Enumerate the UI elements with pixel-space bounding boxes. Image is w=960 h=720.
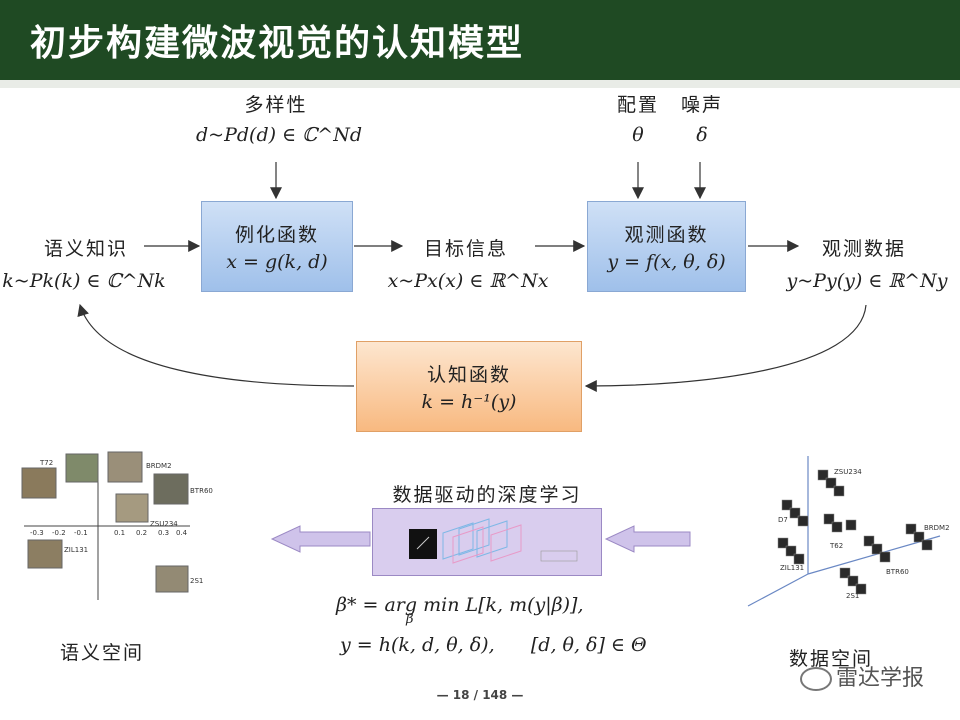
data-thumbnail bbox=[797, 515, 809, 527]
config-symbol: θ bbox=[632, 124, 644, 146]
title-divider bbox=[0, 80, 960, 88]
data-thumbnail bbox=[845, 519, 857, 531]
data-point-label: BTR60 bbox=[886, 568, 909, 576]
title-bar: 初步构建微波视觉的认知模型 bbox=[0, 0, 960, 80]
diversity-label: 多样性 bbox=[244, 94, 308, 116]
target-thumbnail bbox=[115, 493, 149, 523]
data-point-label: ZIL131 bbox=[780, 564, 805, 572]
observation-function-box: 观测函数 y = f(x, θ, δ) bbox=[587, 201, 746, 292]
data-point-label: 2S1 bbox=[846, 592, 860, 600]
data-thumbnail bbox=[831, 521, 843, 533]
slide-title: 初步构建微波视觉的认知模型 bbox=[30, 23, 525, 64]
target-thumbnail bbox=[107, 451, 143, 483]
data-thumbnail bbox=[879, 551, 891, 563]
data-thumbnail bbox=[785, 545, 797, 557]
data-thumbnail bbox=[825, 477, 837, 489]
data-thumbnail bbox=[781, 499, 793, 511]
data-point-label: ZSU234 bbox=[834, 468, 862, 476]
noise-label: 噪声 bbox=[680, 94, 723, 116]
semantic-tick-label: -0.3 bbox=[30, 529, 44, 537]
observation-data-label: 观测数据 bbox=[821, 238, 906, 260]
data-thumbnail bbox=[871, 543, 883, 555]
target-thumbnail bbox=[27, 539, 63, 569]
data-thumbnail bbox=[823, 513, 835, 525]
target-thumbnail bbox=[153, 473, 189, 505]
page-number: — 18 / 148 — bbox=[436, 688, 524, 702]
semantic-point-label: ZIL131 bbox=[64, 546, 89, 554]
observation-function-label: 观测函数 bbox=[624, 224, 709, 246]
optimization-subscript: β bbox=[406, 612, 414, 627]
semantic-point-label: BTR60 bbox=[190, 487, 213, 495]
semantic-tick-label: -0.2 bbox=[52, 529, 66, 537]
semantic-tick-label: 0.2 bbox=[136, 529, 148, 537]
target-thumbnail bbox=[21, 467, 57, 499]
model-equation: y = h(k, d, θ, δ), [d, θ, δ] ∈ Θ bbox=[340, 634, 647, 656]
semantic-tick-label: 0.4 bbox=[176, 529, 188, 537]
data-space-label: 数据空间 bbox=[788, 648, 873, 670]
data-thumbnail bbox=[839, 567, 851, 579]
data-thumbnail bbox=[847, 575, 859, 587]
data-point-label: BRDM2 bbox=[924, 524, 950, 532]
data-thumbnail bbox=[817, 469, 829, 481]
target-thumbnail bbox=[155, 565, 189, 593]
data-thumbnail bbox=[777, 537, 789, 549]
arrow-from-data-space bbox=[604, 525, 691, 553]
deep-learning-label: 数据驱动的深度学习 bbox=[392, 484, 582, 506]
observation-data-formula: y~Py(y) ∈ ℝ^Ny bbox=[786, 270, 948, 292]
cognition-function-label: 认知函数 bbox=[426, 364, 511, 386]
data-thumbnail bbox=[833, 485, 845, 497]
data-thumbnail bbox=[855, 583, 867, 595]
data-thumbnail bbox=[921, 539, 933, 551]
noise-symbol: δ bbox=[696, 124, 708, 146]
observation-function-formula: y = f(x, θ, δ) bbox=[607, 251, 726, 273]
data-thumbnail bbox=[863, 535, 875, 547]
semantic-point-label: 2S1 bbox=[190, 577, 204, 585]
data-point-label: D7 bbox=[778, 516, 788, 524]
instantiation-function-label: 例化函数 bbox=[234, 224, 319, 246]
watermark-text: 雷达学报 bbox=[836, 666, 925, 691]
data-thumbnail bbox=[793, 553, 805, 565]
arrow-left-to-semantic-space bbox=[270, 525, 371, 553]
semantic-tick-label: -0.1 bbox=[74, 529, 88, 537]
cognition-function-box: 认知函数 k = h⁻¹(y) bbox=[356, 341, 582, 432]
semantic-tick-label: 0.1 bbox=[114, 529, 126, 537]
instantiation-function-formula: x = g(k, d) bbox=[226, 251, 328, 273]
semantic-point-label: ZSU234 bbox=[150, 520, 178, 528]
target-info-label: 目标信息 bbox=[423, 238, 508, 260]
deep-learning-illustration bbox=[372, 508, 602, 576]
diversity-formula: d~Pd(d) ∈ ℂ^Nd bbox=[196, 124, 362, 146]
network-layers-graphic bbox=[409, 518, 578, 564]
semantic-point-label: T72 bbox=[40, 459, 54, 467]
wechat-icon bbox=[800, 667, 832, 691]
optimization-equation: β* = arg min L[k, m(y|β)], bbox=[336, 594, 584, 616]
data-thumbnail bbox=[789, 507, 801, 519]
semantic-space-label: 语义空间 bbox=[59, 642, 144, 664]
target-info-formula: x~Px(x) ∈ ℝ^Nx bbox=[387, 270, 549, 292]
watermark: 雷达学报 bbox=[800, 660, 924, 692]
data-thumbnail bbox=[905, 523, 917, 535]
target-thumbnail bbox=[65, 453, 99, 483]
semantic-knowledge-label: 语义知识 bbox=[43, 238, 128, 260]
config-label: 配置 bbox=[616, 94, 659, 116]
arrow-data-to-cognition bbox=[584, 304, 867, 392]
data-point-label: T62 bbox=[830, 542, 844, 550]
semantic-point-label: BRDM2 bbox=[146, 462, 172, 470]
semantic-knowledge-formula: k~Pk(k) ∈ ℂ^Nk bbox=[2, 270, 166, 292]
semantic-tick-label: 0.3 bbox=[158, 529, 170, 537]
instantiation-function-box: 例化函数 x = g(k, d) bbox=[201, 201, 353, 292]
cognition-function-formula: k = h⁻¹(y) bbox=[421, 391, 517, 413]
data-thumbnail bbox=[913, 531, 925, 543]
arrow-cognition-to-semantic bbox=[77, 303, 355, 387]
